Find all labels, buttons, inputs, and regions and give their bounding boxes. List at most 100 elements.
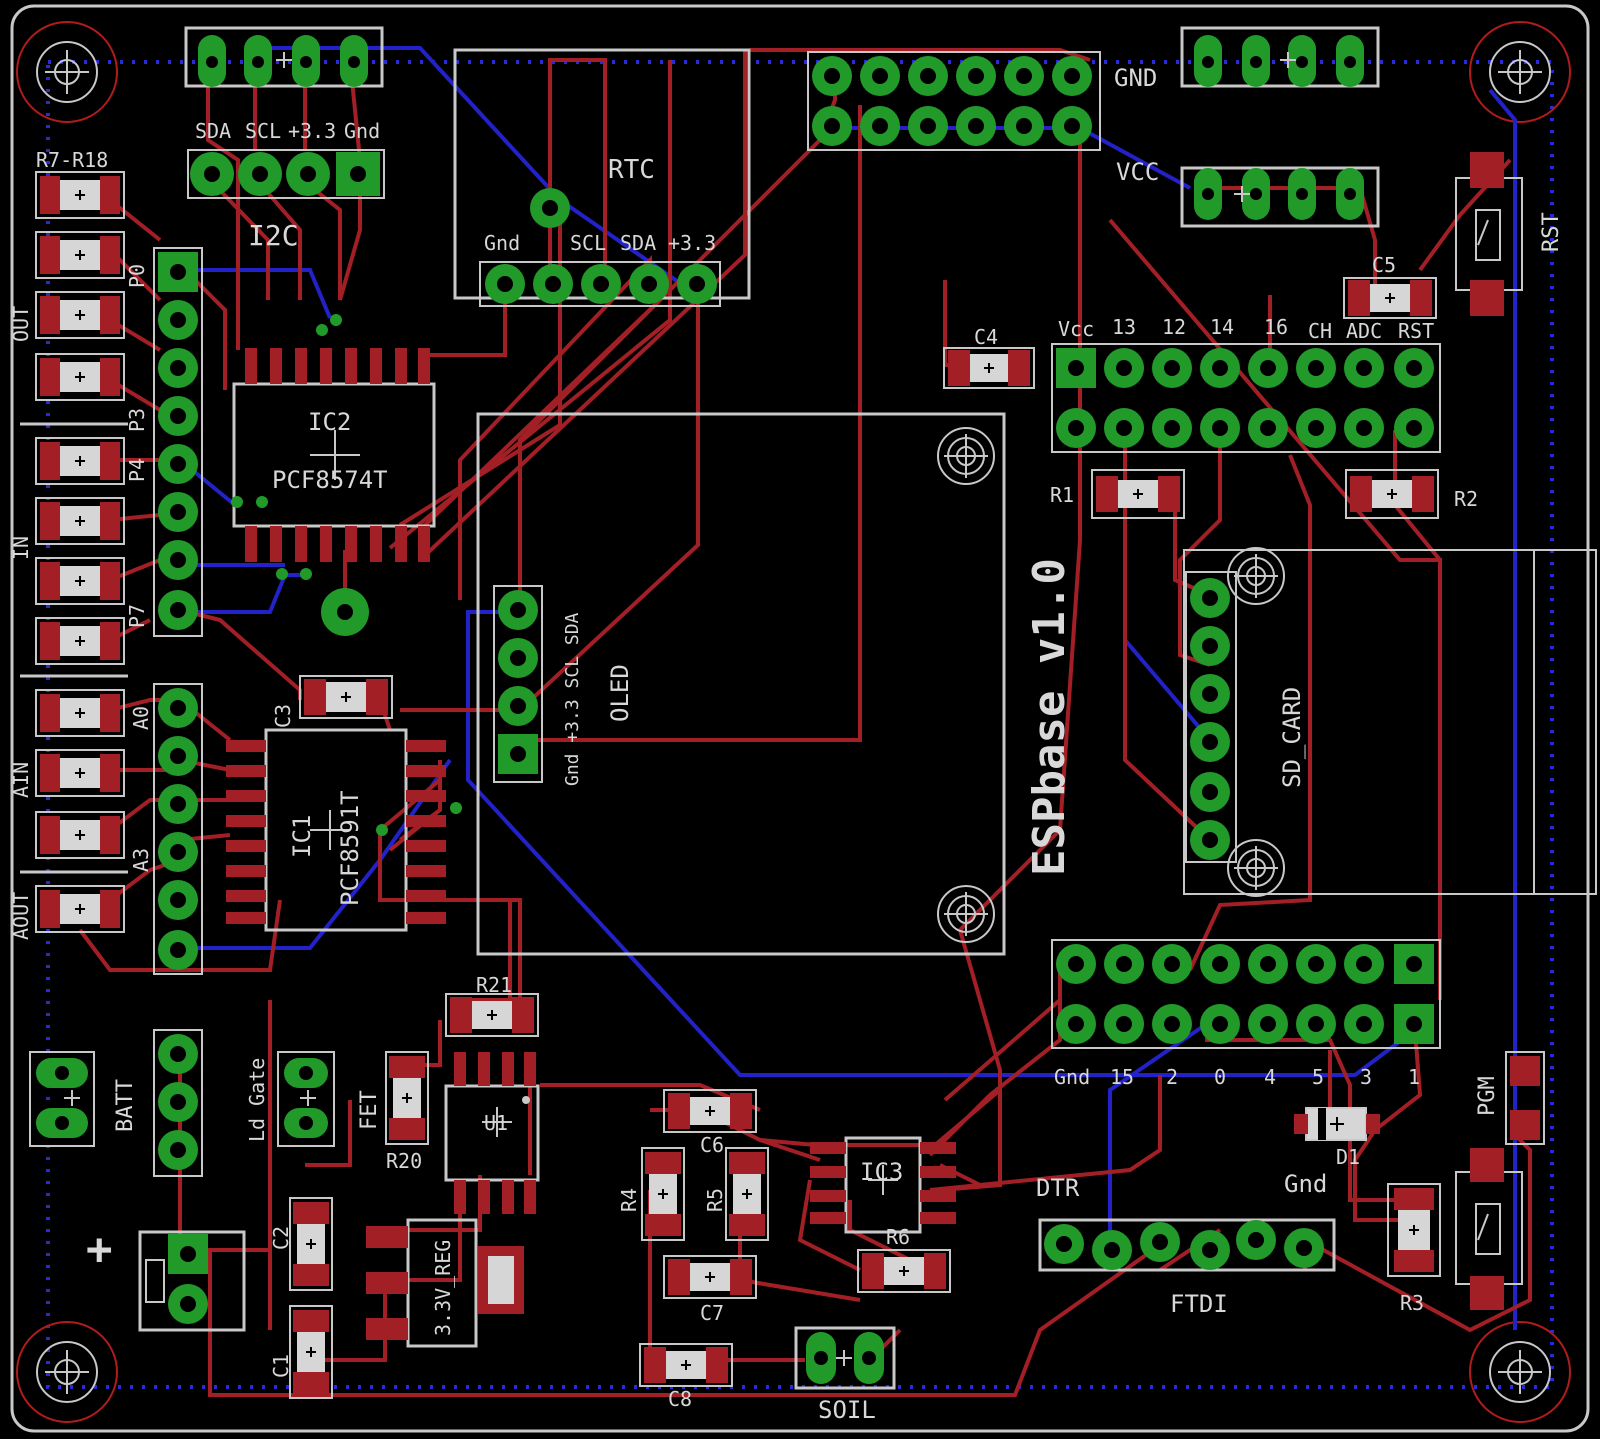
dtr-label: DTR (1036, 1174, 1080, 1202)
ic2-part-label: PCF8574T (272, 466, 388, 494)
esp-pin-0: 0 (1214, 1065, 1226, 1089)
gnd-header (1180, 26, 1380, 88)
c8-label: C8 (668, 1387, 692, 1411)
board-outline (10, 4, 1590, 1433)
esp-pin-14: 14 (1210, 315, 1234, 339)
rtc-pin-gnd: Gnd (484, 231, 520, 255)
r3-label: R3 (1400, 1291, 1424, 1315)
a3-label: A3 (129, 848, 153, 872)
c5-label: C5 (1372, 253, 1396, 277)
esp-pin-vcc: Vcc (1058, 317, 1094, 341)
esp-pin-5: 5 (1312, 1065, 1324, 1089)
ic3-label: IC3 (860, 1158, 903, 1186)
esp-top-header (1051, 343, 1441, 453)
r4-resistor (641, 1147, 685, 1241)
left-side-separators (20, 422, 128, 874)
rtc-pin-3v3: +3.3 (668, 231, 716, 255)
oled-label: OLED (606, 664, 634, 722)
r20-resistor (385, 1051, 429, 1145)
esp-bottom-header (1051, 939, 1441, 1049)
mounting-holes (16, 21, 1571, 1423)
c1-label: C1 (269, 1354, 293, 1378)
pgm-jumper (1505, 1051, 1545, 1145)
rst-label: RST (1539, 212, 1564, 252)
r2-label: R2 (1454, 487, 1478, 511)
c5-capacitor (1343, 277, 1437, 319)
ic1-pcf8591t (226, 728, 446, 932)
top-2x6-header (807, 51, 1101, 151)
ic2-test-pad (321, 588, 369, 636)
p3-label: P3 (125, 408, 149, 432)
ic1-label: IC1 (288, 815, 316, 858)
fet-connector (277, 1051, 335, 1147)
sd-card-module (1183, 547, 1597, 897)
esp-pin-13: 13 (1112, 315, 1136, 339)
ic1-part-label: PCF8591T (336, 790, 364, 906)
c3-label: C3 (271, 704, 295, 728)
c3-capacitor (299, 675, 393, 719)
r1-label: R1 (1050, 483, 1074, 507)
a0-label: A0 (129, 706, 153, 730)
batt-connector (29, 1051, 95, 1147)
sd-card-label: SD_CARD (1278, 687, 1306, 788)
ic3-chip (810, 1136, 956, 1234)
r5-resistor (725, 1147, 769, 1241)
r2-resistor (1345, 469, 1439, 519)
esp-bottom-pin-labels: Gnd 15 2 0 4 5 3 1 (1054, 1065, 1420, 1089)
c7-capacitor (663, 1255, 757, 1299)
r21-resistor (445, 993, 539, 1037)
batt-label: BATT (113, 1079, 138, 1132)
esp-pin-3: 3 (1360, 1065, 1372, 1089)
r6-label: R6 (886, 1225, 910, 1249)
esp-pin-4: 4 (1264, 1065, 1276, 1089)
i2c-pin-3v3: +3.3 (288, 119, 336, 143)
soil-label: SOIL (818, 1396, 876, 1424)
vias-ic1 (376, 802, 462, 836)
regulator-label: 3.3V_REG (431, 1240, 455, 1336)
rtc-pin-scl: SCL (570, 231, 606, 255)
esp-pin-adc: ADC (1346, 319, 1382, 343)
ld-gate-label: Ld Gate (245, 1058, 269, 1142)
oled-module (476, 412, 1006, 956)
p4-label: P4 (125, 458, 149, 482)
i2c-pin-labels: SDA SCL +3.3 Gnd (195, 119, 380, 143)
ic2-pcf8574t (232, 348, 436, 562)
esp-pin-1: 1 (1408, 1065, 1420, 1089)
esp-top-pin-labels: Vcc 13 12 14 16 CH ADC RST (1058, 315, 1434, 343)
r6-resistor (857, 1249, 951, 1293)
i2c-pin-sda: SDA (195, 119, 231, 143)
ftdi-label: FTDI (1170, 1290, 1228, 1318)
c4-label: C4 (974, 325, 998, 349)
esp-pin-ch: CH (1308, 319, 1332, 343)
pgm-button (1455, 1148, 1523, 1310)
r20-label: R20 (386, 1149, 422, 1173)
d1-label: D1 (1336, 1145, 1360, 1169)
p0-label: P0 (125, 264, 149, 288)
r1-resistor (1091, 469, 1185, 519)
u1-label: U1 (484, 1111, 508, 1135)
esp-pin-2: 2 (1166, 1065, 1178, 1089)
r7-r18-label: R7-R18 (36, 148, 108, 172)
aout-label: AOUT (9, 892, 33, 940)
c2-label: C2 (269, 1226, 293, 1250)
pad-crosshairs (64, 52, 1296, 1366)
top-4pin-header (184, 26, 384, 88)
esp-pin-rst: RST (1398, 319, 1434, 343)
p7-label: P7 (125, 604, 149, 628)
i2c-header (187, 149, 385, 199)
c6-label: C6 (700, 1133, 724, 1157)
rtc-label: RTC (608, 155, 655, 185)
d1-diode (1294, 1107, 1380, 1141)
r3-resistor (1387, 1183, 1441, 1277)
vias-ic2 (231, 314, 342, 580)
power-input-connector (138, 1230, 246, 1332)
vcc-header (1180, 166, 1380, 228)
board-title: ESPbase v1.0 (1024, 558, 1075, 876)
a0-a3-header (153, 683, 203, 975)
gnd-header-label: GND (1114, 64, 1157, 92)
c2-capacitor (289, 1197, 333, 1291)
resistor-array-r7-r18 (35, 171, 125, 933)
c7-label: C7 (700, 1301, 724, 1325)
c8-capacitor (639, 1343, 733, 1387)
